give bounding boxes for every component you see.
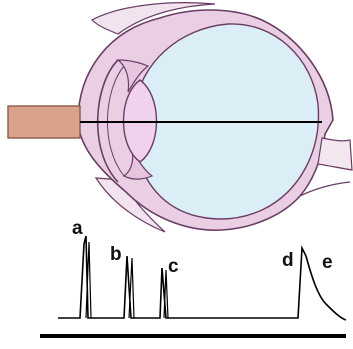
optic-nerve [318,138,352,170]
label-a: a [72,218,83,239]
time-axis-baseline [40,334,346,338]
label-e: e [322,252,333,273]
label-d: d [282,250,294,271]
label-b: b [110,244,122,265]
label-c: c [168,256,179,277]
a-scan-trace [58,236,346,320]
ultrasound-probe [8,106,80,138]
